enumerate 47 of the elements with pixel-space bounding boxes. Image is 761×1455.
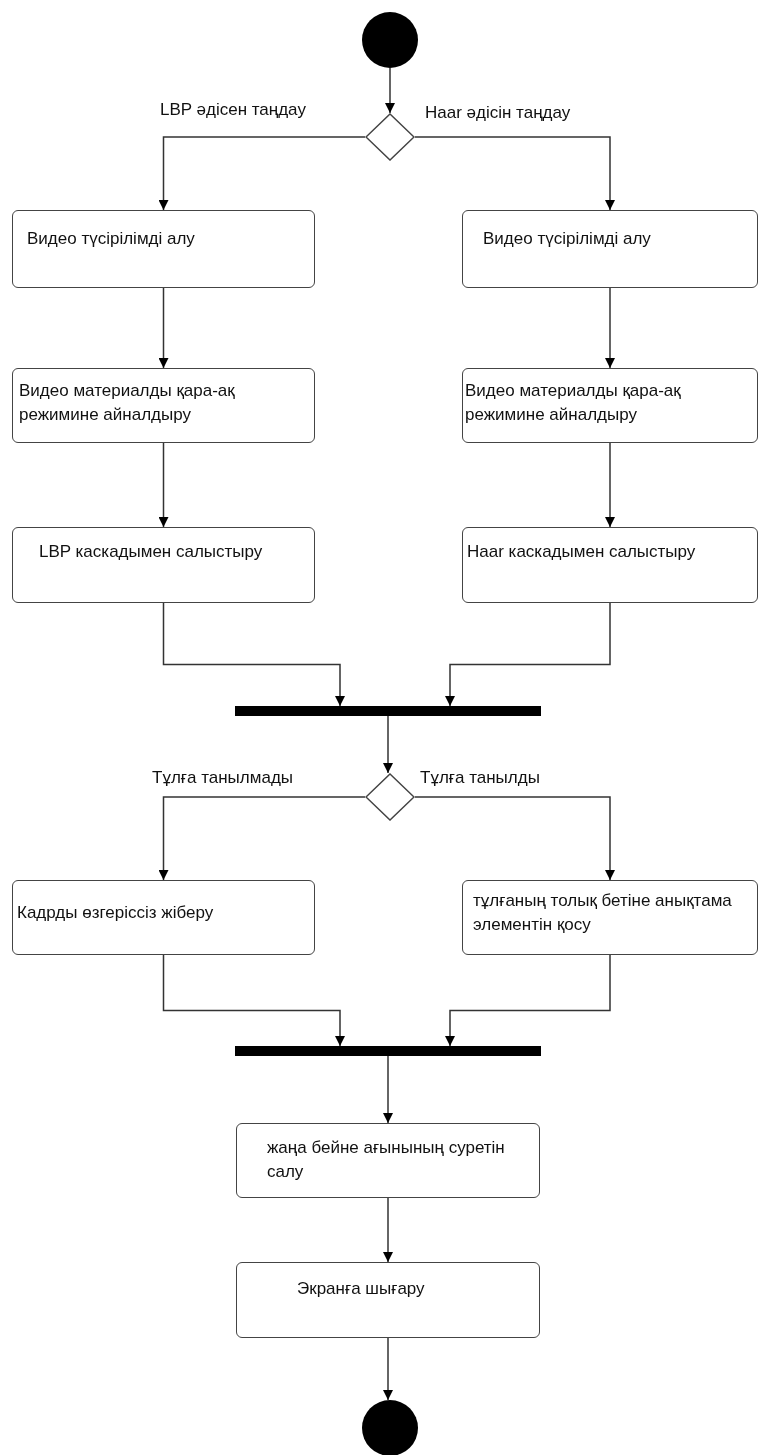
- arrow: [383, 1337, 393, 1401]
- sync-bar: [235, 1046, 541, 1056]
- arrow: [158, 136, 366, 211]
- action-text: Видео материалды қара-ақ режимине айналдыру: [465, 380, 682, 426]
- action-box: [462, 368, 758, 443]
- action-box: [462, 880, 758, 955]
- action-text: тұлғаның толық бетіне анықтама элементін қосу: [473, 890, 733, 936]
- action-box: [12, 527, 315, 603]
- arrow: [383, 1055, 393, 1124]
- edge-label: Тұлға танылмады: [152, 768, 294, 789]
- arrow: [158, 442, 169, 528]
- action-text: Кадрды өзгеріссіз жіберу: [17, 902, 215, 924]
- arrow: [605, 442, 615, 528]
- activity-dot: [362, 12, 418, 68]
- arrow: [158, 287, 169, 369]
- arrow: [414, 136, 615, 211]
- arrow: [162, 602, 345, 707]
- action-box: [236, 1123, 540, 1198]
- edge-label: LBP әдісен таңдау: [160, 100, 306, 121]
- action-box: [462, 527, 758, 603]
- decision-diamond: [365, 773, 415, 821]
- arrow: [445, 954, 611, 1047]
- arrow: [414, 796, 615, 881]
- arrow: [383, 1197, 393, 1263]
- arrow: [383, 715, 393, 774]
- arrow: [605, 287, 615, 369]
- arrow: [158, 796, 366, 881]
- edge-label: Тұлға танылды: [420, 768, 540, 789]
- action-text: Видео материалды қара-ақ режимине айналдыру: [19, 380, 236, 426]
- action-box: [12, 368, 315, 443]
- action-text: LBP каскадымен салыстыру: [39, 541, 264, 563]
- edge-label: Haar әдісін таңдау: [425, 103, 571, 124]
- sync-bar: [235, 706, 541, 716]
- action-text: Экранға шығару: [297, 1278, 426, 1300]
- arrow: [162, 954, 345, 1047]
- action-text: Haar каскадымен салыстыру: [467, 541, 697, 563]
- action-box: [462, 210, 758, 288]
- arrow: [445, 602, 611, 707]
- decision-diamond: [365, 113, 415, 161]
- action-box: [12, 210, 315, 288]
- action-text: Видео түсірілімді алу: [483, 228, 652, 250]
- action-text: Видео түсірілімді алу: [27, 228, 196, 250]
- action-text: жаңа бейне ағынының суретін салу: [267, 1137, 506, 1183]
- action-box: [12, 880, 315, 955]
- activity-dot: [362, 1400, 418, 1455]
- arrow: [385, 67, 395, 114]
- action-box: [236, 1262, 540, 1338]
